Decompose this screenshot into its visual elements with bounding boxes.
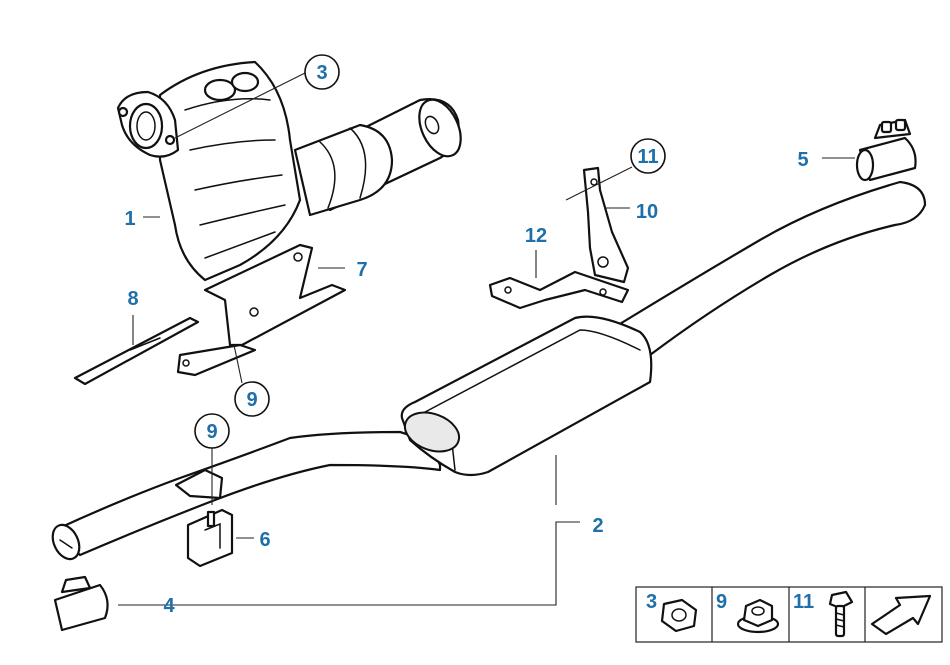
callouts: 3 1 2 4 5 6 7 8 9 9 10 11 12 (124, 54, 809, 617)
callout-11-circle (630, 138, 666, 174)
pipe-bracket (174, 468, 224, 500)
callout-10: 10 (636, 201, 658, 223)
arrow-icon (870, 594, 932, 636)
callout-3-circle (304, 54, 340, 90)
legend-label-11: 11 (793, 591, 814, 613)
callout-11: 11 (637, 146, 658, 168)
bolt-icon (828, 590, 854, 638)
callout-3: 3 (316, 62, 327, 84)
catalytic-converter (116, 60, 462, 282)
hardware-legend: 3 9 11 (635, 586, 943, 643)
callout-9-circle-a (234, 381, 270, 417)
exhaust-pipe-with-silencer (51, 180, 927, 561)
clamp-4 (53, 575, 109, 632)
callout-9-b: 9 (206, 421, 217, 443)
callout-9-circle-b (194, 413, 230, 449)
callout-8: 8 (127, 288, 138, 310)
bracket-10 (582, 166, 630, 284)
strap-8 (73, 316, 200, 386)
legend-label-9: 9 (716, 591, 727, 613)
legend-label-3: 3 (646, 591, 657, 613)
callout-6: 6 (259, 529, 270, 551)
callout-12: 12 (525, 225, 547, 247)
callout-4: 4 (163, 595, 175, 617)
leader-lines (118, 71, 855, 606)
callout-2: 2 (592, 515, 603, 537)
callout-9-a: 9 (246, 389, 257, 411)
rubber-hanger-6 (186, 508, 234, 568)
callout-5: 5 (797, 149, 808, 171)
clamp-5 (855, 118, 917, 182)
callout-7: 7 (356, 259, 367, 281)
flange-nut-icon (736, 598, 780, 634)
bracket-12 (488, 270, 630, 310)
callout-1: 1 (124, 208, 135, 230)
hex-nut-icon (660, 598, 698, 633)
